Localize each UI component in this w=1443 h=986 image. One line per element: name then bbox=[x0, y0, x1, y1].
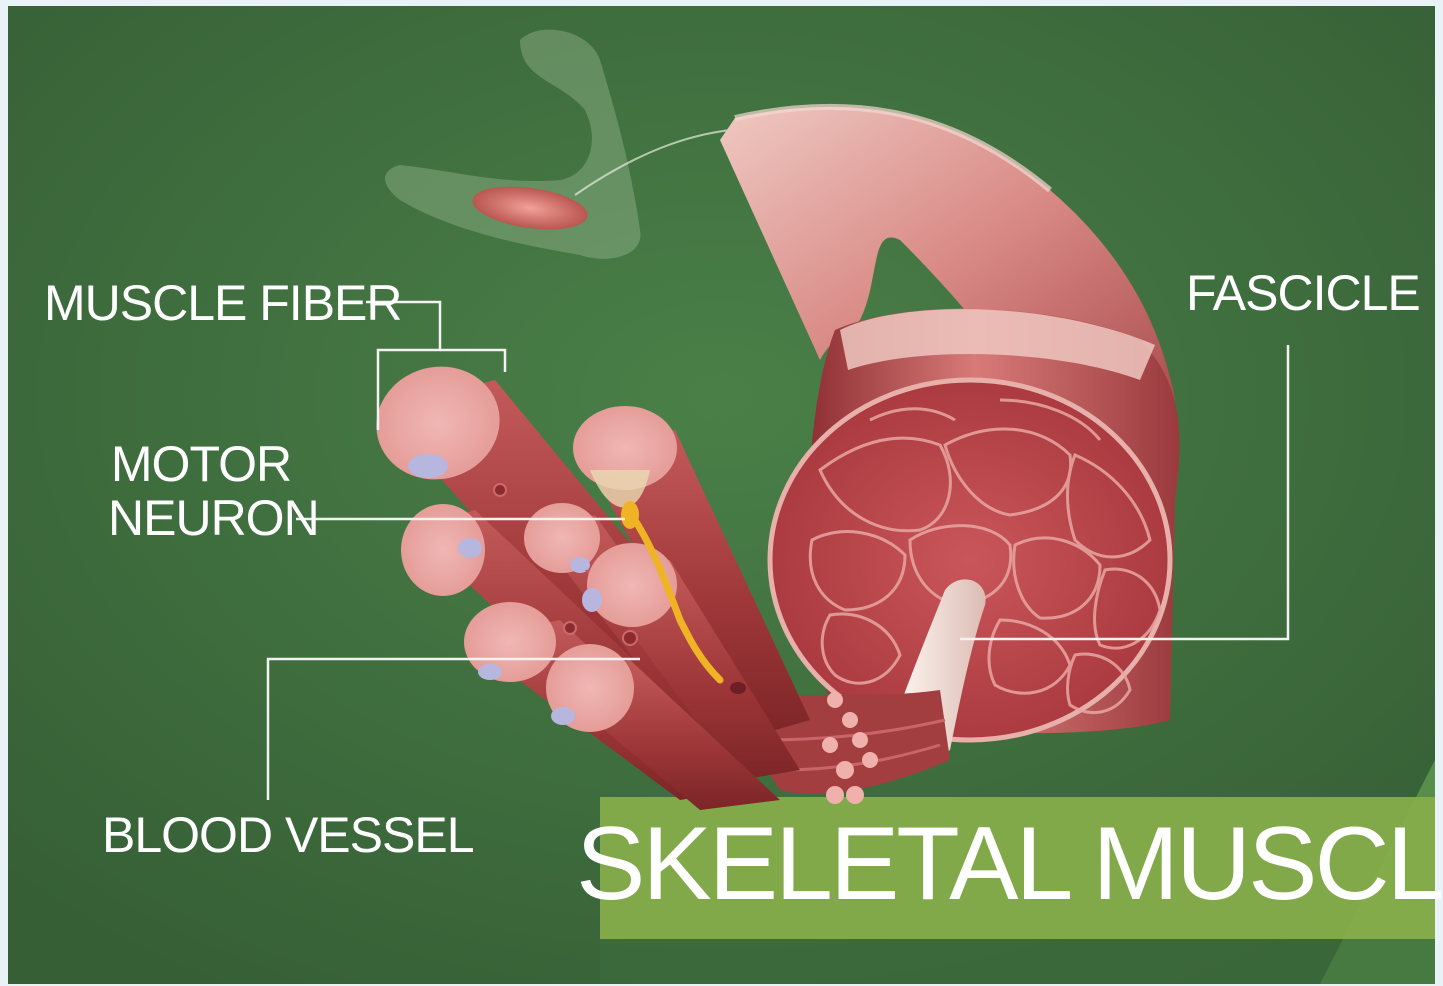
label-fascicle: FASCICLE bbox=[1186, 268, 1420, 318]
label-motor-line2: NEURON bbox=[108, 491, 294, 545]
motor-neuron-ending bbox=[621, 501, 639, 529]
vessel-cap bbox=[478, 664, 502, 680]
fiber-cap bbox=[464, 602, 556, 682]
label-muscle-fiber: MUSCLE FIBER bbox=[44, 278, 402, 328]
diagram-title: SKELETAL MUSCLE bbox=[576, 812, 1443, 916]
label-motor-neuron: MOTOR NEURON bbox=[108, 437, 294, 545]
blood-vessel bbox=[564, 622, 576, 634]
nucleus bbox=[730, 682, 746, 694]
vessel-cap bbox=[582, 588, 602, 612]
title-banner-shadow bbox=[600, 939, 1435, 984]
label-blood-vessel: BLOOD VESSEL bbox=[102, 810, 474, 860]
vessel-cap bbox=[408, 454, 448, 478]
label-motor-line1: MOTOR bbox=[108, 437, 294, 491]
blood-vessel bbox=[623, 631, 637, 645]
blood-vessel bbox=[494, 484, 506, 496]
vessel-cap bbox=[458, 538, 482, 558]
vessel-cap bbox=[551, 707, 575, 725]
